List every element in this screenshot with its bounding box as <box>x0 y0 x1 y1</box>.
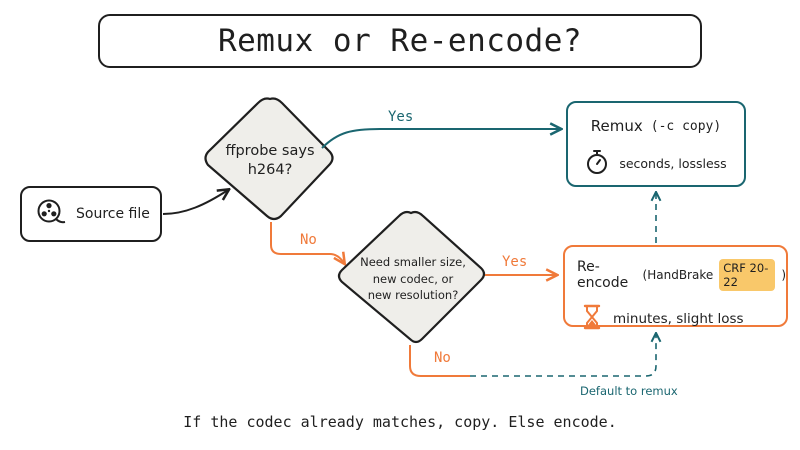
title-text: Remux or Re-encode? <box>217 23 583 59</box>
decision-need-diamond <box>337 210 486 344</box>
reencode-detail: minutes, slight loss <box>613 311 744 327</box>
remux-detail: seconds, lossless <box>619 156 727 171</box>
crf-badge: CRF 20-22 <box>719 259 776 291</box>
edge-label-no-need: No <box>300 232 317 248</box>
stopwatch-icon <box>585 149 609 178</box>
decision-need-line2: new codec, or <box>372 271 454 286</box>
remux-flag: (-c copy) <box>650 118 722 134</box>
edge-label-yes-remux: Yes <box>388 109 414 125</box>
decision-ffprobe-text: ffprobe says h264? <box>200 142 340 180</box>
source-file-label: Source file <box>76 206 150 222</box>
edge-label-no-default: No <box>434 350 451 366</box>
footer-caption: If the codec already matches, copy. Else… <box>183 413 617 431</box>
edge-source-to-ffprobe <box>162 190 228 215</box>
hourglass-icon <box>583 304 601 334</box>
decision-ffprobe-line1: ffprobe says <box>225 143 315 159</box>
decision-ffprobe-diamond <box>204 97 334 221</box>
page-title: Remux or Re-encode? <box>98 14 702 68</box>
remux-title: Remux <box>590 117 643 135</box>
decision-need-text: Need smaller size, new codec, or new res… <box>338 254 488 304</box>
film-reel-icon <box>36 197 66 231</box>
reencode-node: Re-encode (HandBrake CRF 20-22) minutes,… <box>563 245 788 330</box>
decision-ffprobe-line2: h264? <box>247 161 293 178</box>
default-to-remux-label: Default to remux <box>580 384 678 398</box>
reencode-title: Re-encode <box>577 259 629 291</box>
decision-need-line3: new resolution? <box>367 288 459 303</box>
decision-need-line1: Need smaller size, <box>360 255 466 269</box>
edge-yes-to-remux <box>321 129 560 149</box>
reencode-tool-close: ) <box>781 268 786 282</box>
remux-node: Remux (-c copy) seconds, lossless <box>566 101 746 187</box>
source-file-node: Source file <box>20 186 162 242</box>
edge-no-to-need <box>270 222 344 263</box>
edge-label-yes-reencode: Yes <box>502 254 528 270</box>
reencode-tool: (HandBrake <box>642 268 714 282</box>
edge-default-to-remux-dashed <box>470 334 656 377</box>
edge-no-default <box>409 345 470 377</box>
